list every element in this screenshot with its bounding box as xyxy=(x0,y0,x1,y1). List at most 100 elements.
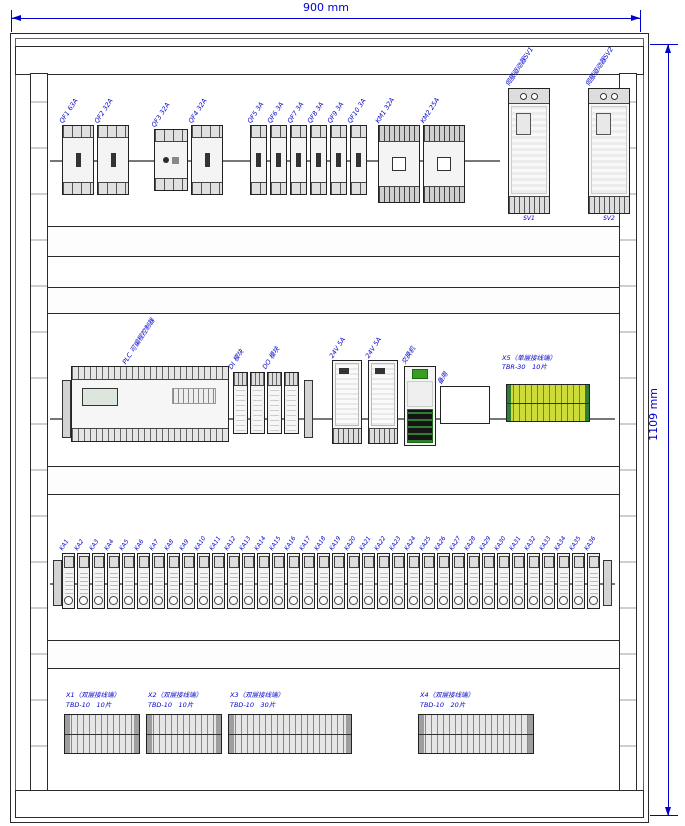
relay-socket xyxy=(199,596,208,605)
relay-body xyxy=(319,570,328,594)
terminal-block-label: X2（双层接线端） TBD-10 10片 xyxy=(148,691,202,710)
relay-body xyxy=(409,570,418,594)
relay-terminal xyxy=(228,556,239,568)
terminal-block: X3（双层接线端） TBD-10 30片 xyxy=(228,691,352,754)
relay-socket xyxy=(454,596,463,605)
relay-terminal xyxy=(483,556,494,568)
relay-body xyxy=(304,570,313,594)
x5-label-line1: X5（单层接线端） xyxy=(502,354,557,362)
extension-line xyxy=(640,10,641,32)
relay-terminal xyxy=(573,556,584,568)
relay-terminal xyxy=(378,556,389,568)
relay-terminal xyxy=(348,556,359,568)
terminal-strip xyxy=(291,182,306,194)
terminal-strip xyxy=(64,714,140,754)
relay-terminal xyxy=(543,556,554,568)
din-device: KM1 32A xyxy=(374,96,420,203)
terminal-strip xyxy=(63,126,93,138)
relay-socket xyxy=(154,596,163,605)
io-module xyxy=(267,372,282,434)
breaker-row: QF1 63A QF2 32A QF3 32A xyxy=(58,96,465,203)
servo-caption: SV2 xyxy=(603,215,615,222)
cabinet-left-upright xyxy=(30,73,48,792)
io-module xyxy=(284,372,299,434)
terminal-strip xyxy=(251,182,266,194)
terminal-strip xyxy=(155,178,187,190)
relay: KA4 xyxy=(103,538,120,609)
dimension-width-label: 900 mm xyxy=(303,1,349,14)
relay-socket xyxy=(79,596,88,605)
relay-body xyxy=(154,570,163,594)
terminal-block-name: X1（双层接线端） xyxy=(66,691,121,700)
arrow-down-icon xyxy=(665,807,671,816)
terminal-strip xyxy=(291,126,306,138)
relay-body xyxy=(259,570,268,594)
din-device: QF1 63A xyxy=(58,97,94,195)
relay: KA21 xyxy=(358,535,375,609)
terminal-strip xyxy=(418,714,534,754)
terminal-strip xyxy=(155,130,187,142)
breaker-lever xyxy=(316,153,321,167)
relay: KA33 xyxy=(538,535,555,609)
end-bracket xyxy=(62,380,71,438)
terminal-strip xyxy=(331,182,346,194)
relay: KA16 xyxy=(283,535,300,609)
terminal-strip xyxy=(331,126,346,138)
device-face xyxy=(311,138,326,182)
relay-body xyxy=(139,570,148,594)
relay-terminal xyxy=(108,556,119,568)
din-device: QF6 3A xyxy=(266,100,287,195)
relay-socket xyxy=(214,596,223,605)
relay-body xyxy=(514,570,523,594)
terminal-strip xyxy=(271,126,286,138)
relay-socket xyxy=(529,596,538,605)
dimension-width-line xyxy=(12,18,640,19)
relay-body xyxy=(229,570,238,594)
relay-terminal xyxy=(528,556,539,568)
relay-terminal xyxy=(303,556,314,568)
breaker-lever xyxy=(204,153,210,167)
relay-end-stop xyxy=(53,560,62,606)
relay-socket xyxy=(589,596,598,605)
switch-body xyxy=(407,381,433,407)
device-face xyxy=(192,138,222,182)
terminal-block-x5 xyxy=(506,384,590,422)
relay-socket xyxy=(169,596,178,605)
terminal-strip xyxy=(228,714,352,754)
relay: KA31 xyxy=(508,535,525,609)
dimension-height-label: 1109 mm xyxy=(647,388,660,441)
relay-socket xyxy=(319,596,328,605)
terminal-strip xyxy=(146,714,222,754)
terminal-strip xyxy=(63,182,93,194)
relay-body xyxy=(124,570,133,594)
relay: KA2 xyxy=(73,538,90,609)
terminal-strip xyxy=(351,126,366,138)
relay-socket xyxy=(559,596,568,605)
spare-box: 备用 xyxy=(436,370,490,424)
relay-socket xyxy=(439,596,448,605)
relay-terminal xyxy=(393,556,404,568)
relay-socket xyxy=(139,596,148,605)
relay: KA17 xyxy=(298,535,315,609)
relay: KA36 xyxy=(583,535,600,609)
breaker-lever xyxy=(276,153,281,167)
relay-terminal xyxy=(318,556,329,568)
relay: KA22 xyxy=(373,535,390,609)
relay-socket xyxy=(109,596,118,605)
relay: KA12 xyxy=(223,535,240,609)
relay-socket xyxy=(244,596,253,605)
servo-drive: 伺服驱动器SV1 SV1 xyxy=(504,45,550,222)
relay: KA28 xyxy=(463,535,480,609)
relay-terminal xyxy=(513,556,524,568)
relay-body xyxy=(484,570,493,594)
relay: KA35 xyxy=(568,535,585,609)
relay-socket xyxy=(349,596,358,605)
terminal-strip xyxy=(251,126,266,138)
relay-terminal xyxy=(153,556,164,568)
terminal-strip xyxy=(192,182,222,194)
relay-socket xyxy=(274,596,283,605)
power-supply: 24V 5A xyxy=(364,335,398,444)
terminal-block: X1（双层接线端） TBD-10 10片 xyxy=(64,691,140,754)
breaker-lever xyxy=(172,156,179,164)
extension-line xyxy=(650,815,678,816)
